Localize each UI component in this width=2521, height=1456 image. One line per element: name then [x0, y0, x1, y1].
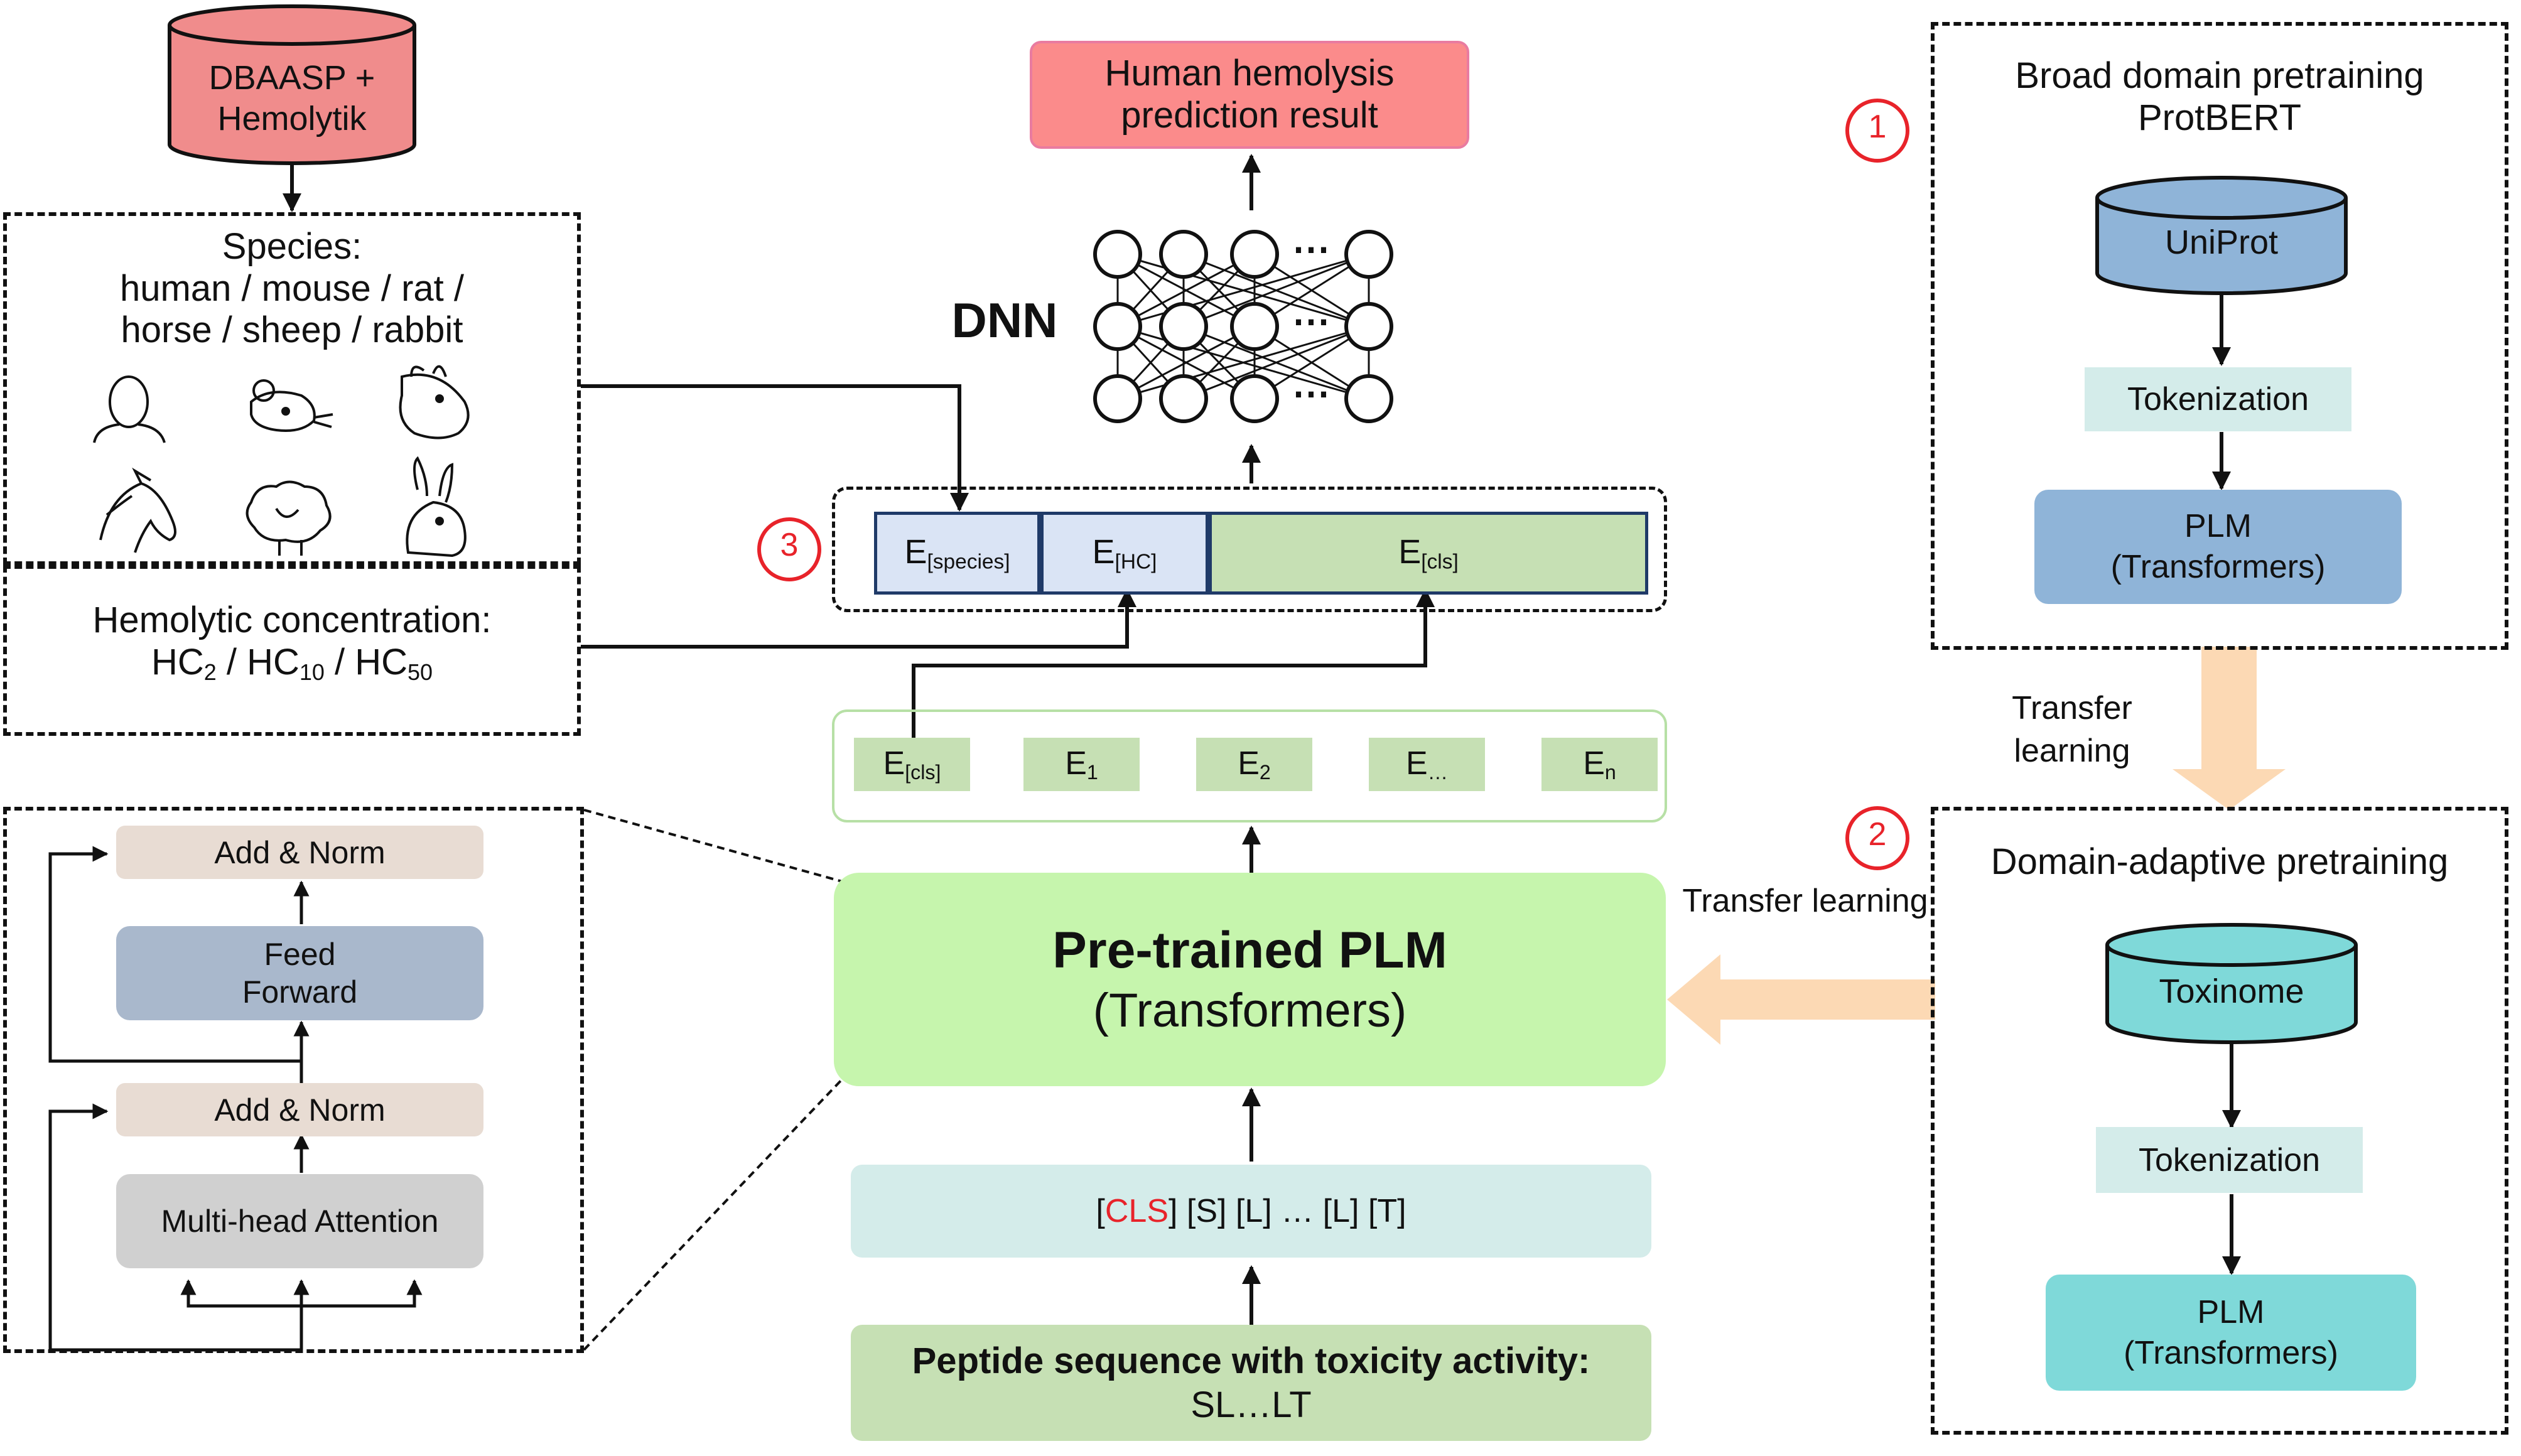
transfer-left-arrow	[1667, 954, 1935, 1045]
plm-box-domain: PLM(Transformers)	[2046, 1275, 2416, 1391]
broad-pretraining-box	[1931, 22, 2508, 650]
badge-2-number: 2	[1868, 816, 1887, 853]
embedding-n: En	[1541, 738, 1658, 791]
hc-values: HC2 / HC10 / HC50	[151, 641, 433, 685]
source-db-label: DBAASP +Hemolytik	[208, 59, 375, 138]
dnn-dots: ⋯	[1292, 300, 1330, 342]
dnn-label: DNN	[951, 293, 1058, 348]
toxinome-label: Toxinome	[2159, 973, 2304, 1010]
e-hc-cell: E[HC]	[1040, 512, 1209, 595]
e-species-cell: E[species]	[874, 512, 1040, 595]
zoom-connector-top	[583, 809, 845, 883]
hemolytic-box	[3, 565, 581, 736]
badge-3-number: 3	[780, 527, 799, 563]
human-icon	[93, 375, 166, 443]
hemolytic-text: Hemolytic concentration: HC2 / HC10 / HC…	[3, 600, 581, 685]
arrow-species-to-concat	[581, 384, 969, 512]
multi-head-attention-block: Multi-head Attention	[116, 1174, 483, 1268]
arrow-cls-to-concat	[912, 588, 1435, 747]
dnn-network-icon	[1093, 230, 1393, 423]
tokenization-box-1: Tokenization	[2085, 367, 2351, 431]
embedding-dots: E…	[1369, 738, 1485, 791]
mouse-icon	[250, 379, 333, 432]
transfer-down-arrow	[2173, 647, 2286, 810]
add-norm-top: Add & Norm	[116, 826, 483, 879]
transformer-block-box	[3, 807, 584, 1353]
species-box	[3, 212, 581, 565]
peptide-input-box: Peptide sequence with toxicity activity:…	[851, 1325, 1651, 1441]
rat-icon	[399, 365, 470, 439]
badge-1-number: 1	[1868, 109, 1887, 145]
badge-1-circle	[1845, 99, 1909, 163]
dnn-dots: ⋯	[1292, 228, 1330, 270]
domain-adaptive-box	[1931, 807, 2508, 1435]
database-cylinder-icon	[168, 4, 416, 165]
domain-adaptive-title: Domain-adaptive pretraining	[1990, 841, 2449, 882]
database-cylinder-icon	[2095, 176, 2348, 295]
rabbit-icon	[406, 456, 467, 558]
embedding-1: E1	[1023, 738, 1140, 791]
embedding-2: E2	[1196, 738, 1312, 791]
badge-3-circle	[757, 517, 821, 581]
embedding-cls: E[cls]	[854, 738, 970, 791]
horse-icon	[99, 467, 176, 553]
add-norm-bottom: Add & Norm	[116, 1083, 483, 1136]
zoom-connector-bottom	[583, 1076, 846, 1351]
pretrained-plm-box: Pre-trained PLM (Transformers)	[834, 873, 1666, 1086]
token-embeddings-box	[832, 709, 1667, 822]
uniprot-label: UniProt	[2164, 224, 2279, 261]
database-cylinder-icon	[2105, 923, 2358, 1044]
tokenization-box-2: Tokenization	[2096, 1127, 2363, 1193]
concat-embedding-box	[832, 487, 1667, 612]
badge-2-circle	[1845, 806, 1909, 870]
e-cls-cell: E[cls]	[1209, 512, 1648, 595]
dnn-dots: ⋯	[1292, 372, 1330, 414]
transfer-learning-horizontal-label: Transfer learning	[1682, 883, 1928, 919]
species-text: Species: human / mouse / rat / horse / s…	[119, 226, 465, 351]
token-sequence-box: [CLS] [S] [L] … [L] [T]	[851, 1165, 1651, 1258]
sheep-icon	[246, 480, 332, 556]
plm-box-broad: PLM(Transformers)	[2034, 490, 2402, 604]
